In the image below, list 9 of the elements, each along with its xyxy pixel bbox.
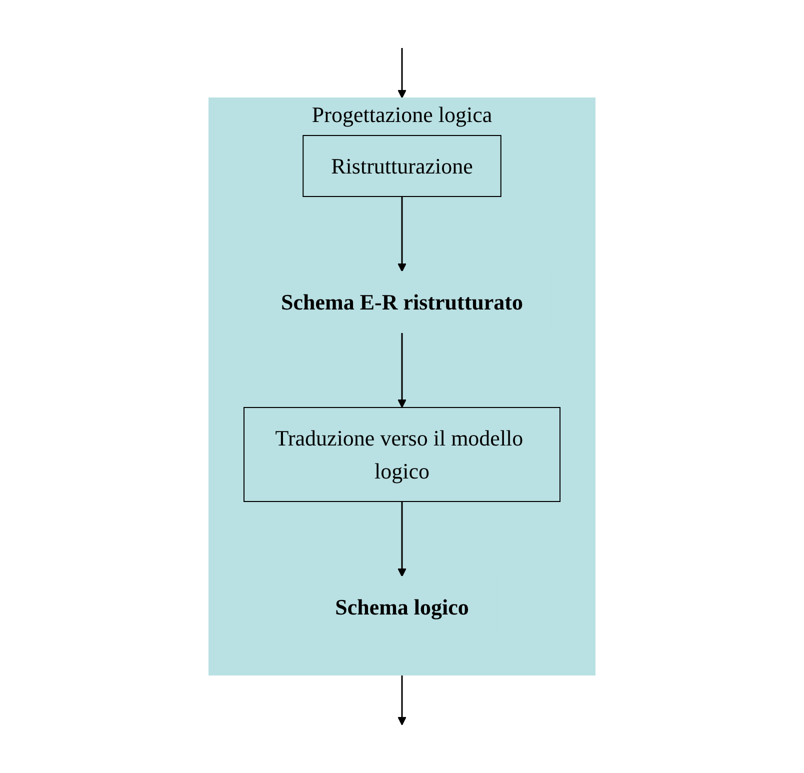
arrow	[398, 196, 406, 272]
arrow	[398, 502, 406, 577]
node-box: Traduzione verso il modello logico	[244, 407, 560, 502]
arrow	[398, 332, 406, 408]
node-text: Schema logico	[335, 594, 469, 620]
arrow	[398, 48, 406, 98]
arrow	[398, 675, 406, 726]
node-text: Schema E-R ristrutturato	[281, 290, 523, 314]
node-box: Ristrutturazione	[302, 135, 502, 197]
